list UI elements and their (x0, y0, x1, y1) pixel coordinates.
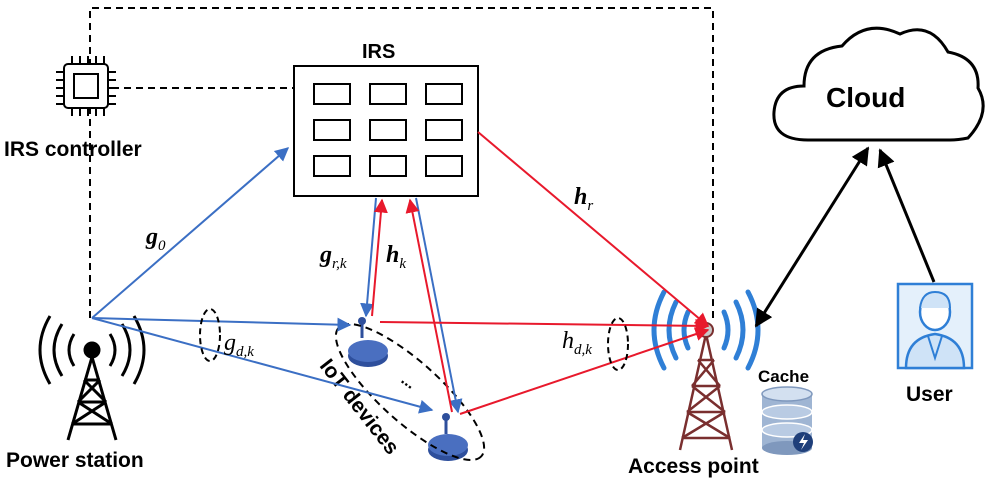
link-gdk-2 (91, 317, 434, 414)
link-cloud-ap (754, 146, 870, 328)
link-hdk-1 (379, 318, 710, 333)
energy-links (91, 147, 463, 414)
link-hk-1 (371, 198, 388, 317)
link-grk-1 (360, 197, 377, 318)
irs-panel (293, 65, 479, 197)
link-gdk-1 (91, 317, 352, 332)
irs-controller-icon (56, 56, 116, 116)
channel-hdk-label: hd,k (562, 328, 592, 358)
access-point-label: Access point (628, 455, 759, 478)
power-station-label: Power station (6, 449, 144, 472)
cloud-label: Cloud (826, 82, 905, 113)
iot-group-boundary (334, 323, 486, 461)
iot-device-1 (348, 317, 388, 367)
channel-hk-label: hk (386, 242, 406, 272)
iot-device-2 (428, 413, 468, 461)
cache-label: Cache (758, 367, 809, 386)
user-label: User (906, 383, 953, 406)
user-icon (896, 282, 974, 370)
link-grk-2 (415, 197, 463, 414)
control-links (89, 7, 714, 320)
link-g0 (91, 147, 290, 319)
channel-grk-label: gr,k (319, 242, 347, 272)
iot-ellipsis: ... (398, 371, 419, 393)
link-hdk-2 (459, 327, 710, 415)
cloud-links (754, 146, 936, 328)
cache-icon (761, 386, 813, 455)
link-hk-2 (405, 198, 453, 413)
channel-gdk-label: gd,k (224, 330, 254, 360)
channel-hr-label: hr (574, 184, 593, 214)
irs-label: IRS (362, 41, 395, 63)
link-group-markers (199, 308, 629, 371)
power-station-icon (38, 315, 146, 441)
channel-g0-label: g0 (145, 224, 166, 254)
irs-controller-label: IRS controller (4, 138, 142, 161)
info-links (371, 131, 710, 415)
access-point-icon (651, 289, 761, 451)
link-user-cloud (877, 148, 936, 283)
link-hr (477, 131, 710, 327)
iot-devices-label: IoT devices (315, 355, 404, 459)
cloud-icon (772, 26, 985, 142)
